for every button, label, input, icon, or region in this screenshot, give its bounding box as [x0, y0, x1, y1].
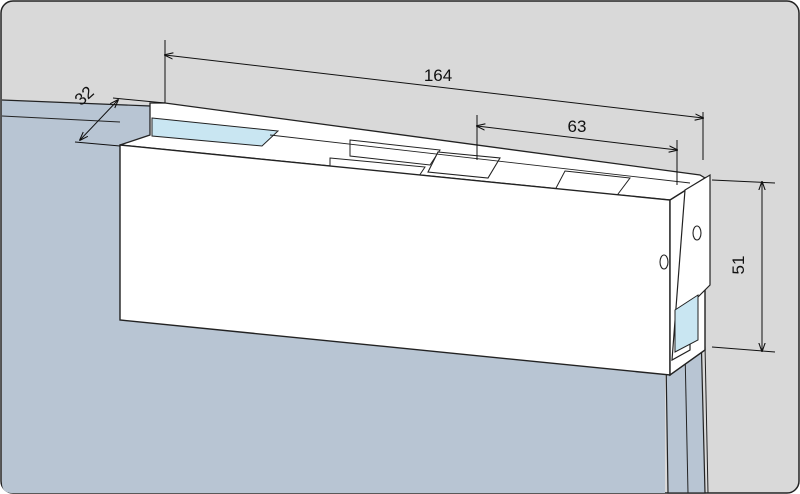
dim-label-164: 164	[424, 66, 452, 85]
top-groove	[269, 134, 691, 184]
top-recess-mid	[349, 139, 441, 166]
screw-2	[692, 225, 702, 241]
dim-line-63	[477, 126, 677, 150]
screw-1	[659, 254, 669, 270]
dim-label-63: 63	[568, 117, 587, 136]
dim-line-164	[165, 55, 703, 118]
dim-line-32	[80, 100, 118, 140]
ext-line-32-a	[112, 97, 166, 104]
door-glass-slot	[674, 294, 699, 353]
door-glass-edge	[684, 349, 689, 494]
dim-label-51: 51	[729, 256, 748, 275]
top-glass-slot	[151, 117, 280, 147]
glass-panel-back	[2, 100, 665, 493]
door-glass-edge-2	[704, 344, 709, 494]
pivot-socket	[427, 151, 501, 179]
ext-line-32-b	[74, 141, 121, 147]
glass-edge-top	[1, 99, 151, 107]
